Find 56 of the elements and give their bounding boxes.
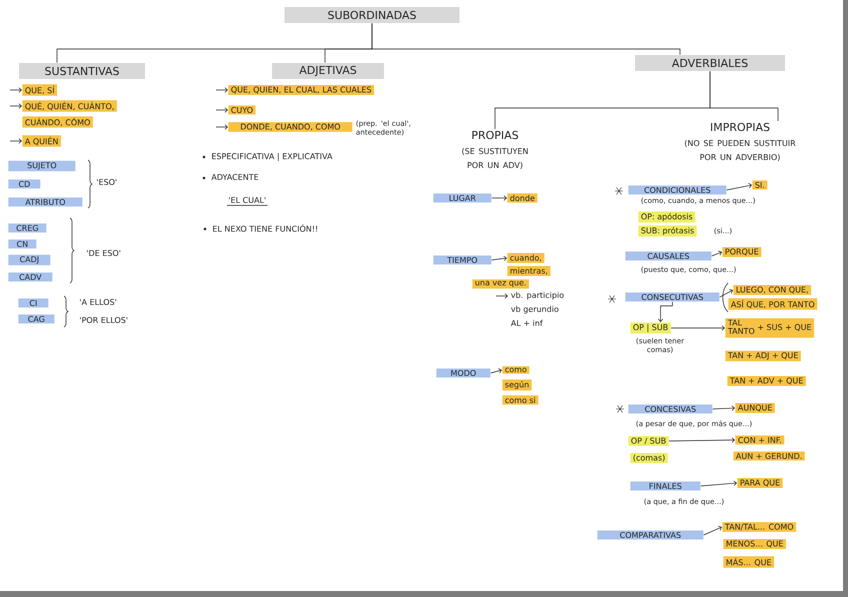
highlighted-term: como [502,366,530,374]
highlighted-term: MENOS... QUE [723,539,786,549]
highlighted-term: QUE, QUIEN, EL CUAL, LAS CUALES [228,85,374,95]
note-text: 'A ELLOS' [80,298,116,306]
highlighted-term: TAN/TAL... COMO [722,522,796,532]
heading-text: IMPROPIAS (NO SE PUEDEN SUSTITUIR POR UN ADVERBIO) [685,122,796,162]
arrow [491,195,507,201]
highlighted-term: LUEGO, CON QUE, [733,285,812,295]
highlighted-term: PORQUE [722,247,762,257]
tree-connector [372,23,680,55]
heading-band: SUBORDINADAS [284,7,460,23]
note-text: 'EL CUAL' [229,196,266,204]
highlighted-term: TAL TANTO + SUS + QUE [725,318,814,338]
note-text: EL NEXO TIENE FUNCIÓN!! [213,224,318,232]
note-text: 'DE ESO' [87,250,120,256]
highlighted-term: ASÍ QUE, POR TANTO [728,298,818,310]
arrow [490,368,502,374]
highlighted-term: OP / SUB [628,436,669,446]
heading-text: PROPIAS (SE SUSTITUYEN POR UN ADV) [462,130,528,170]
highlighted-term: CUÁNDO, CÓMO [22,116,93,128]
arrow [216,87,228,93]
heading-band: SUSTANTIVAS [19,63,145,79]
highlighted-term: TAN + ADV + QUE [727,376,806,386]
arrow [726,183,752,190]
heading-band: ADVERBIALES [635,55,785,71]
highlighted-term: PARA QUE [737,478,783,488]
note-text: ESPECIFICATIVA | EXPLICATIVA [212,153,332,161]
highlighted-term: CADJ [8,254,50,266]
highlighted-term: TAN + ADJ + QUE [725,350,801,362]
arrow [703,526,722,536]
arrow [216,107,228,113]
arrow [712,406,736,411]
arrow [216,124,228,130]
arrow [491,256,507,262]
arrow [10,138,22,144]
arrow [670,325,725,331]
highlighted-term: DONDE, CUANDO, COMO [228,122,352,132]
tree-connector [710,71,778,122]
arrow [711,250,722,256]
arrow [10,87,22,93]
highlighted-term: SUJETO [8,160,76,172]
heading-band: ADJETIVAS [272,63,384,79]
arrow [10,103,22,109]
arrow [658,302,673,322]
note-text: vb. participio vb gerundio AL + inf [510,292,564,326]
highlighted-term: cuando, [507,253,544,263]
highlighted-term: AUNQUE [735,403,775,413]
highlighted-term: OP | SUB [630,322,671,334]
note-text: 'ESO' [97,178,116,186]
arrow [719,289,733,298]
note-text: ADYACENTE [211,174,258,180]
highlighted-term: QUÉ, QUIÉN, CUÁNTO, [22,100,117,112]
note-text: 'POR ELLOS' [80,316,128,324]
arrow [700,480,738,486]
arrow [496,293,508,299]
arrow [668,437,736,443]
